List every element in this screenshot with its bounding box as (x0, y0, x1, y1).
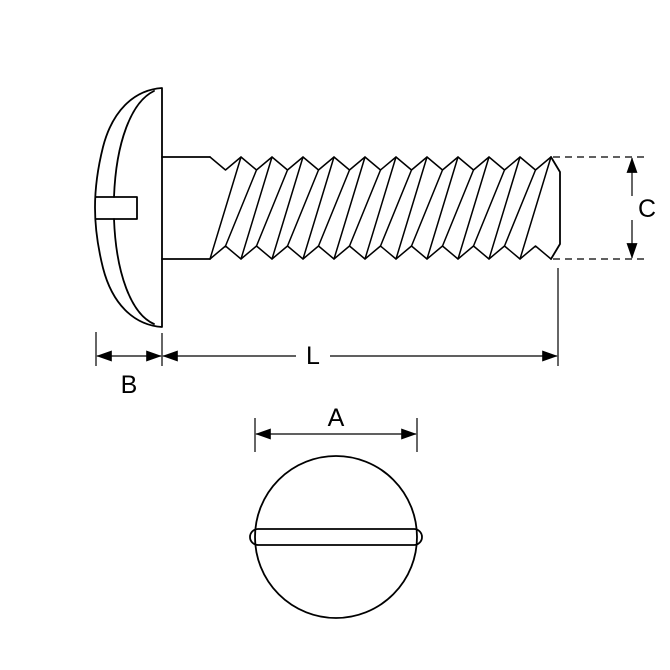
side-view (94, 87, 561, 328)
thread-crest-line (426, 156, 459, 260)
thread-root-line (286, 169, 320, 247)
thread-crest-line (209, 156, 242, 260)
shank-threads (209, 156, 552, 260)
thread-root-line (379, 169, 413, 247)
head-outline (94, 87, 163, 328)
head-slot (95, 196, 138, 220)
head-slot-top-view (249, 528, 423, 546)
dim-label-c: C (638, 195, 656, 223)
thread-crest-line (333, 156, 366, 260)
thread-bottom-profile (209, 245, 552, 260)
thread-crest-line (302, 156, 335, 260)
dimension-L: L (161, 268, 559, 370)
thread-crest-line (240, 156, 273, 260)
thread-top-profile (209, 156, 552, 171)
dimension-A: A (254, 404, 418, 452)
head-dome-arc-top (113, 90, 155, 198)
thread-root-line (410, 169, 444, 247)
dim-label-b: B (121, 371, 138, 399)
dim-label-l: L (306, 342, 320, 370)
dimension-C: C (553, 156, 656, 260)
dimension-B: B (95, 332, 162, 399)
thread-root-line (503, 169, 537, 247)
thread-root-line (472, 169, 506, 247)
thread-crest-line (457, 156, 490, 260)
thread-root-line (224, 169, 258, 247)
thread-root-line (348, 169, 382, 247)
thread-root-line (255, 169, 289, 247)
head-dome-arc-bottom (113, 218, 155, 325)
screw-tip (550, 156, 561, 260)
thread-crest-line (519, 156, 552, 260)
thread-crest-line (488, 156, 521, 260)
dim-label-a: A (328, 404, 345, 432)
thread-crest-line (364, 156, 397, 260)
thread-root-line (317, 169, 351, 247)
thread-crest-line (395, 156, 428, 260)
thread-root-line (441, 169, 475, 247)
top-view (249, 455, 423, 619)
head-circle (254, 455, 418, 619)
thread-crest-line (271, 156, 304, 260)
